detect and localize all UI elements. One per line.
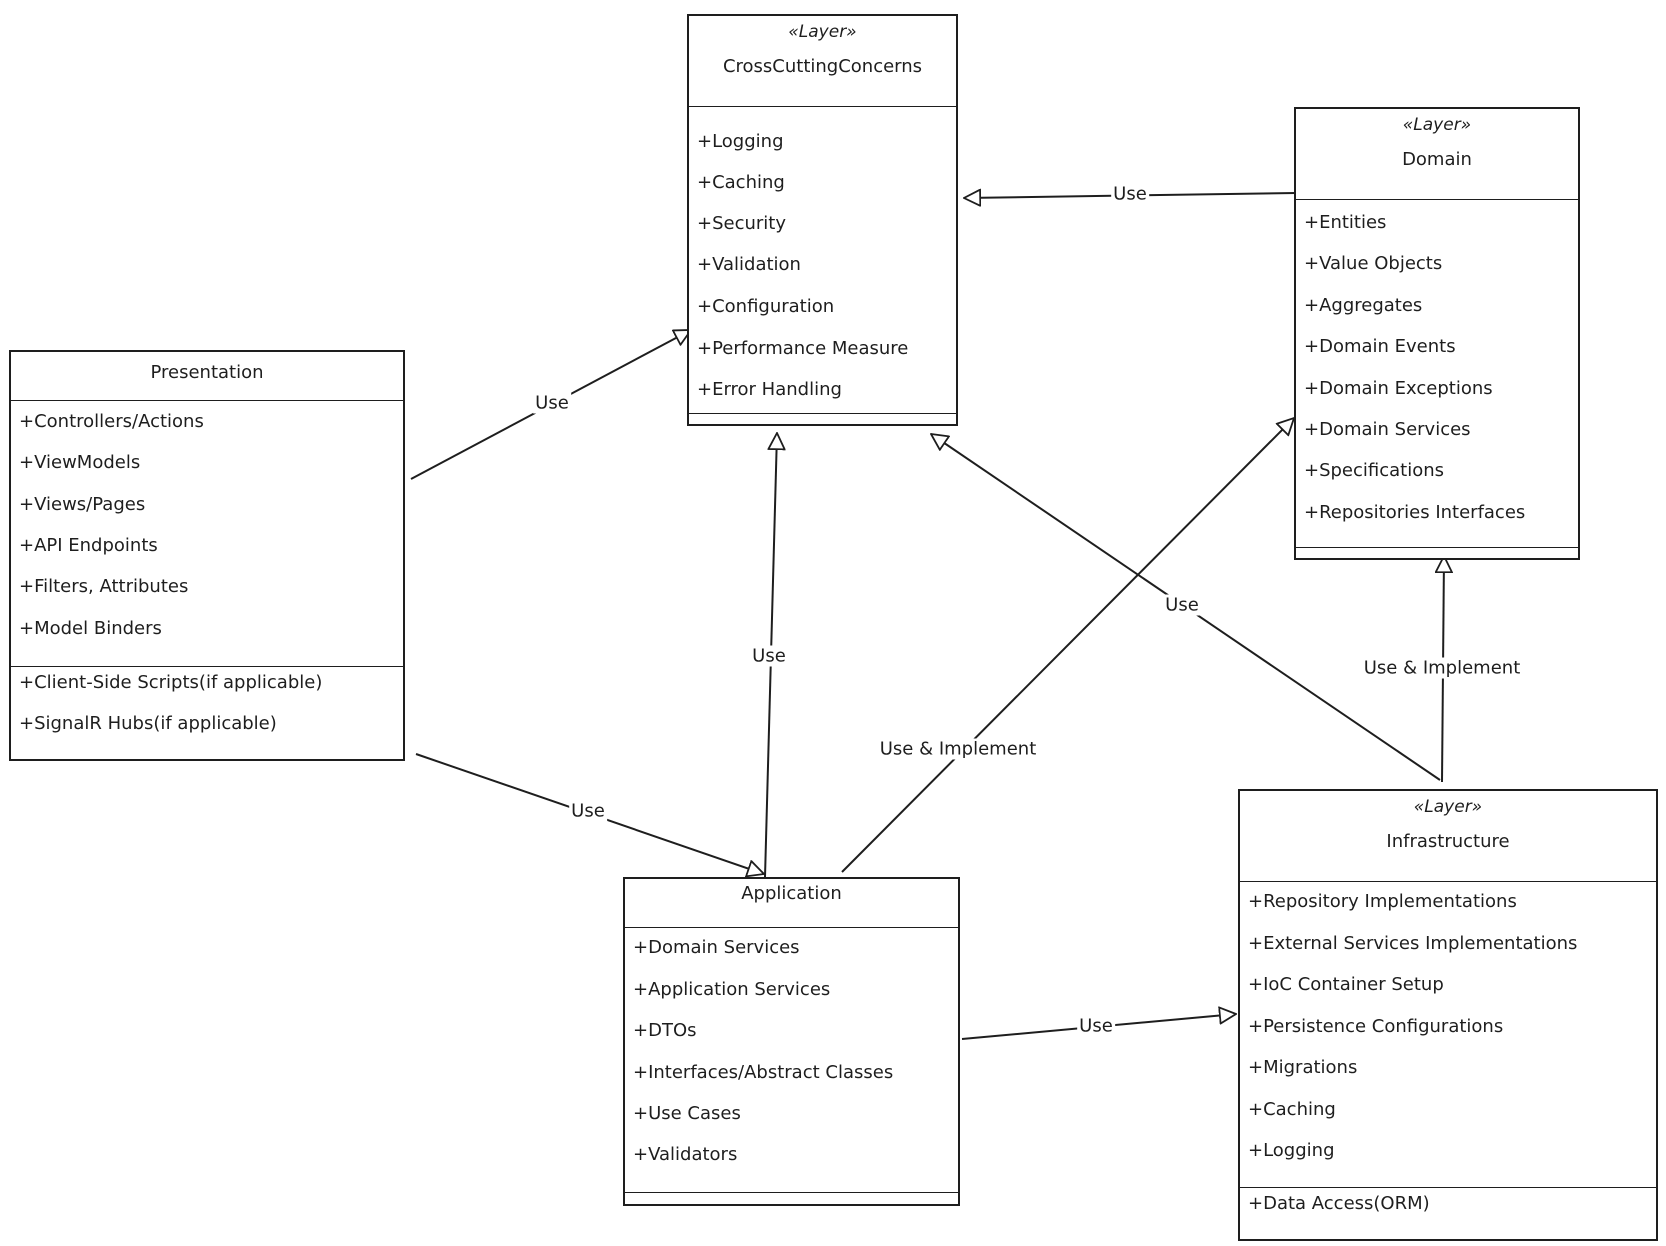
member-item: +Validators xyxy=(633,1144,738,1165)
divider xyxy=(1240,881,1656,882)
edge-label-domain-crosscutting: Use xyxy=(1111,183,1149,205)
stereotype-label: «Layer» xyxy=(788,22,857,42)
divider xyxy=(689,413,956,414)
member-item: +Caching xyxy=(697,172,785,193)
divider xyxy=(625,927,958,928)
member-item: +Configuration xyxy=(697,296,835,317)
stereotype-label: «Layer» xyxy=(1402,115,1472,135)
crosscutting-layer-box[interactable]: «Layer» CrossCuttingConcerns +Logging +C… xyxy=(687,14,958,426)
member-item: +Persistence Configurations xyxy=(1248,1016,1504,1037)
member-item: +Migrations xyxy=(1248,1057,1358,1078)
member-item: +Filters, Attributes xyxy=(19,576,189,597)
member-item: +ViewModels xyxy=(19,452,141,473)
edge-label-application-infrastructure: Use xyxy=(1077,1015,1115,1037)
member-item: +Domain Exceptions xyxy=(1304,378,1493,399)
member-item: +Aggregates xyxy=(1304,295,1423,316)
infrastructure-layer-box[interactable]: «Layer» Infrastructure +Repository Imple… xyxy=(1238,789,1658,1241)
member-item: +Error Handling xyxy=(697,379,842,400)
divider xyxy=(689,106,956,107)
member-item: +API Endpoints xyxy=(19,535,158,556)
edge-label-presentation-application: Use xyxy=(569,800,607,822)
divider xyxy=(625,1192,958,1193)
member-item: +Views/Pages xyxy=(19,494,146,515)
box-title: CrossCuttingConcerns xyxy=(722,56,923,77)
edge-application-to-domain xyxy=(841,418,1294,873)
divider xyxy=(1296,199,1578,200)
divider xyxy=(1296,547,1578,548)
member-item: +Entities xyxy=(1304,212,1387,233)
member-item: +Use Cases xyxy=(633,1103,741,1124)
divider xyxy=(11,666,403,667)
edge-label-presentation-crosscutting: Use xyxy=(533,392,571,414)
domain-layer-box[interactable]: «Layer» Domain +Entities +Value Objects … xyxy=(1294,107,1580,560)
member-item: +Application Services xyxy=(633,979,831,1000)
member-item: +Value Objects xyxy=(1304,253,1443,274)
stereotype-label: «Layer» xyxy=(1413,797,1483,817)
divider xyxy=(1240,1187,1656,1188)
divider xyxy=(11,400,403,401)
member-item: +Performance Measure xyxy=(697,338,909,359)
member-item: +Caching xyxy=(1248,1099,1336,1120)
presentation-layer-box[interactable]: Presentation +Controllers/Actions +ViewM… xyxy=(9,350,405,761)
member-item: +Validation xyxy=(697,254,801,275)
edge-label-application-domain: Use & Implement xyxy=(877,738,1039,760)
member-item: +IoC Container Setup xyxy=(1248,974,1444,995)
edge-label-infrastructure-crosscutting: Use xyxy=(1163,594,1201,616)
member-item: +External Services Implementations xyxy=(1248,933,1578,954)
box-title: Infrastructure xyxy=(1386,831,1510,852)
member-item: +Controllers/Actions xyxy=(19,411,204,432)
member-item: +Client-Side Scripts(if applicable) xyxy=(19,672,323,693)
edge-label-application-crosscutting: Use xyxy=(750,645,788,667)
box-title: Domain xyxy=(1402,149,1472,170)
member-item: +Repository Implementations xyxy=(1248,891,1517,912)
box-title: Application xyxy=(741,883,842,904)
member-item: +SignalR Hubs(if applicable) xyxy=(19,713,277,734)
box-title: Presentation xyxy=(150,362,264,383)
member-item: +Data Access(ORM) xyxy=(1248,1193,1430,1214)
edge-label-infrastructure-domain: Use & Implement xyxy=(1361,657,1523,679)
member-item: +Domain Services xyxy=(633,937,800,958)
member-item: +Domain Services xyxy=(1304,419,1471,440)
member-item: +DTOs xyxy=(633,1020,697,1041)
member-item: +Repositories Interfaces xyxy=(1304,502,1526,523)
member-item: +Logging xyxy=(1248,1140,1335,1161)
member-item: +Domain Events xyxy=(1304,336,1456,357)
member-item: +Interfaces/Abstract Classes xyxy=(633,1062,894,1083)
member-item: +Security xyxy=(697,213,786,234)
member-item: +Model Binders xyxy=(19,618,162,639)
application-layer-box[interactable]: Application +Domain Services +Applicatio… xyxy=(623,877,960,1206)
member-item: +Specifications xyxy=(1304,460,1445,481)
member-item: +Logging xyxy=(697,131,784,152)
